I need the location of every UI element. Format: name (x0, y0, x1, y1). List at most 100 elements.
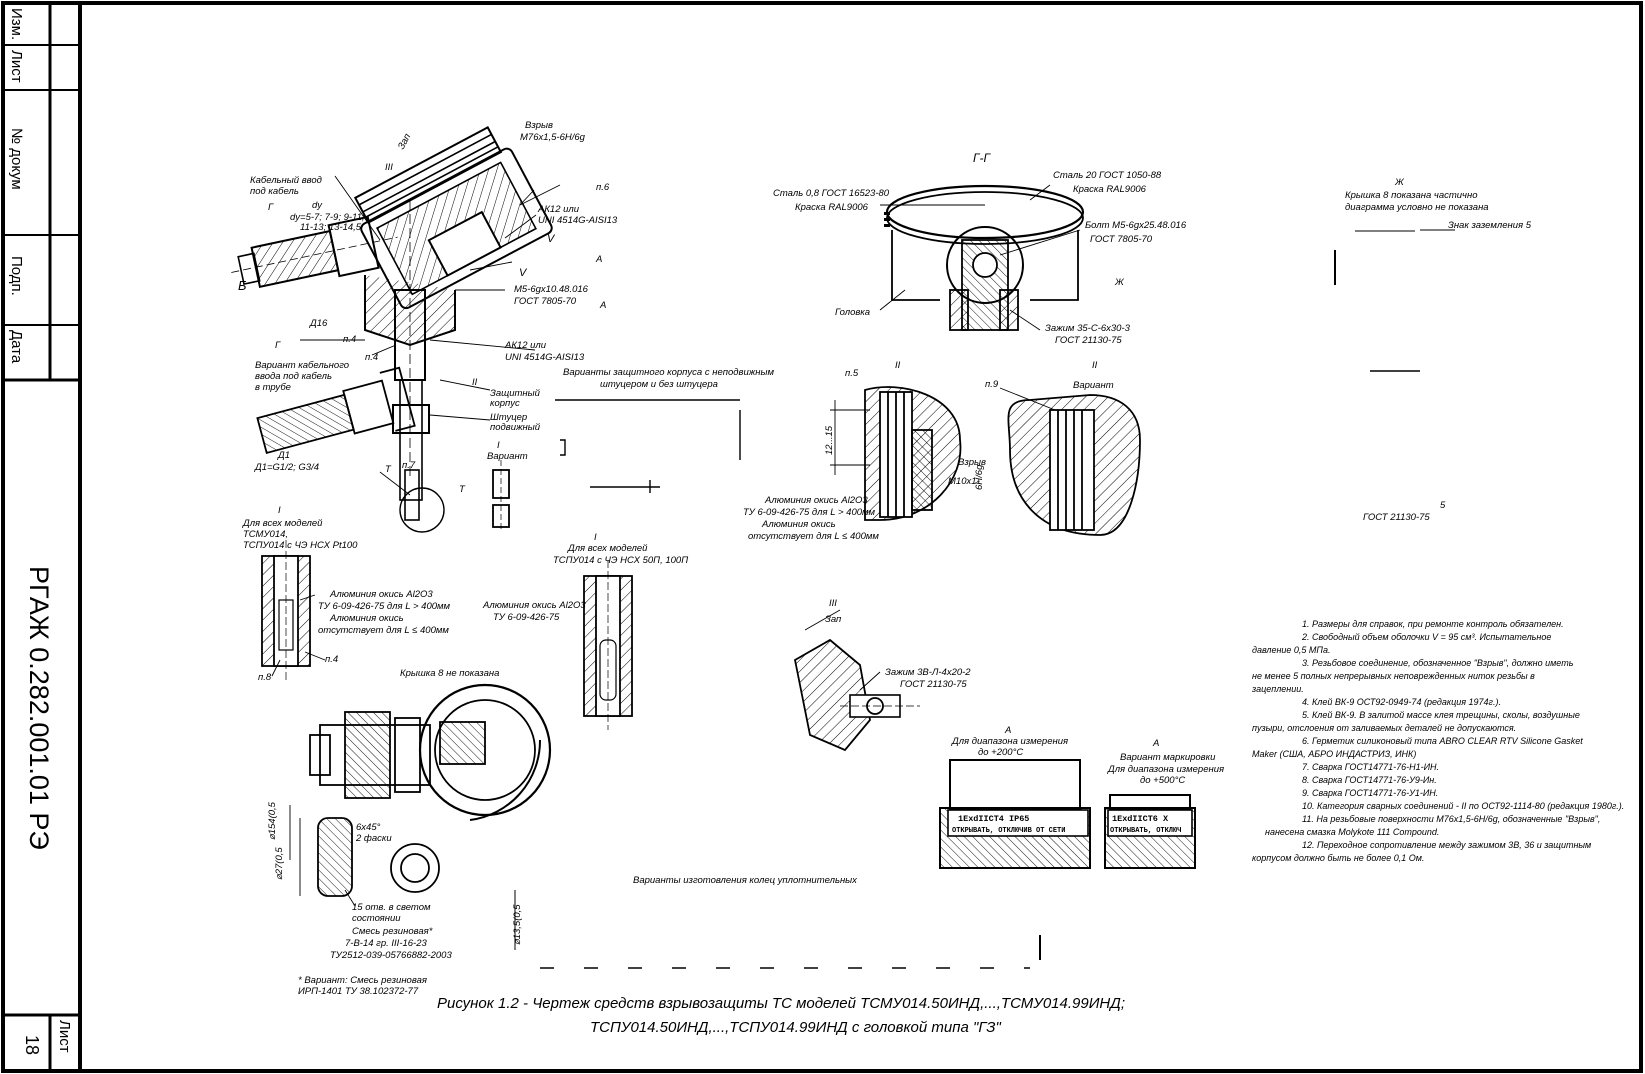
note-line: 4. Клей ВК-9 ОСТ92-0949-74 (редакция 197… (1302, 697, 1501, 707)
label-krishka-j-1: Крышка 8 показана частично (1345, 190, 1477, 201)
label-g-bottom: Г (275, 340, 281, 351)
label-ak12-2: АК12 или (504, 340, 547, 351)
label-d16: Д16 (309, 318, 328, 329)
label-g-top: Г (268, 202, 274, 213)
label-p4c: п.4 (325, 654, 338, 665)
label-a-var-1: А (1152, 738, 1159, 749)
label-a-var-3: Для диапазона измерения (1107, 764, 1224, 775)
note-line: не менее 5 полных непрерывных неповрежде… (1252, 671, 1535, 681)
label-ii-2: II (1092, 360, 1098, 371)
label-ak12-1: АК12 или (537, 204, 580, 215)
nameplate-2 (1107, 809, 1193, 837)
label-p4b: п.4 (365, 352, 378, 363)
label-shtucer-2: подвижный (490, 422, 541, 433)
label-i-all-1: I (278, 505, 281, 516)
label-dim-154: ⌀154(0,5 (267, 801, 278, 840)
label-gost21130-1: ГОСТ 21130-75 (1055, 335, 1122, 346)
label-gost21130-2: ГОСТ 21130-75 (1363, 512, 1430, 523)
main-assembly (231, 126, 561, 533)
label-unf-2: UNI 4514G-AISI13 (505, 352, 585, 363)
document-code: РГАЖ 0.282.001.01 РЭ (24, 566, 54, 850)
label-five: 5 (1440, 500, 1446, 511)
label-z-letter: Ж (1114, 277, 1125, 288)
label-a-range-3: до +200°С (978, 747, 1023, 758)
label-zap2: Зап (825, 614, 842, 625)
label-zap: Зап (396, 131, 414, 151)
label-steel20: Сталь 20 ГОСТ 1050-88 (1053, 170, 1162, 181)
label-dim-13: ⌀13,5(0,5 (512, 904, 523, 945)
label-p4: п.4 (343, 334, 356, 345)
label-a-range-2: Для диапазона измерения (951, 736, 1068, 747)
label-golovka: Головка (835, 307, 870, 318)
note-line: 8. Сварка ГОСТ14771-76-У9-Ин. (1302, 775, 1437, 785)
note-line: 7. Сварка ГОСТ14771-76-Н1-ИН. (1302, 762, 1439, 772)
label-dy-values-1: dy=5-7; 7-9; 9-11; (290, 212, 365, 223)
label-a-var-2: Вариант маркировки (1120, 752, 1216, 763)
label-a: А (595, 254, 602, 265)
label-hole15: 15 отв. в светом (352, 902, 431, 913)
label-i-all-4: ТСПУ014 с ЧЭ НСХ Pt100 (243, 540, 358, 551)
note-line: 6. Герметик силиконовый типа ABRO CLEAR … (1302, 736, 1583, 746)
stamp-list: Лист (8, 50, 25, 83)
note-line: 11. На резьбовые поверхности М76х1,5-6Н/… (1302, 814, 1600, 824)
cable-tube-variant (256, 366, 416, 455)
label-alum1c: Алюминия окись (329, 613, 404, 624)
label-variant-rubber-2: ИРП-1401 ТУ 38.102372-77 (298, 986, 419, 997)
nameplate-1-line-2: ОТКРЫВАТЬ, ОТКЛЮЧИВ ОТ СЕТИ (952, 827, 1065, 835)
protective-body-variants (555, 399, 741, 493)
cover-a-left (939, 759, 1091, 869)
note-line: 10. Категория сварных соединений - II по… (1302, 801, 1624, 811)
label-section-g-g: Г-Г (973, 151, 992, 165)
label-dim-277: ⌀27(0,5 (274, 847, 285, 880)
label-bolt: Болт М5-6gx25.48.016 (1085, 220, 1187, 231)
label-chamfer-1: 6х45° (356, 822, 381, 833)
label-rubber-1: Смесь резиновая* (352, 926, 433, 937)
note-line: пузыри, отслоения от заливаемых деталей … (1252, 723, 1516, 733)
label-dim12-15: 12...15 (824, 425, 835, 455)
label-rubber-2: 7-В-14 гр. III-16-23 (345, 938, 427, 949)
note-line: 9. Сварка ГОСТ14771-76-У1-ИН. (1302, 788, 1438, 798)
variant-sheath-parts (492, 460, 510, 530)
sheet-number: 18 (22, 1035, 42, 1055)
label-roman-ii: II (472, 377, 478, 388)
label-v-roman: V (519, 267, 528, 279)
label-dy: dy (312, 200, 323, 211)
label-a-2: А (599, 300, 606, 311)
label-krishka-j-2: диаграмма условно не показана (1345, 202, 1489, 213)
stamp-podp: Подп. (8, 256, 25, 296)
label-kraska1: Краска RAL9006 (795, 202, 869, 213)
label-zazhim2: Зажим 3В-Л-4х20-2 (885, 667, 971, 678)
label-vzryv-top: Взрыв (525, 120, 553, 131)
label-variant-cable-1: Вариант кабельного (255, 360, 349, 371)
label-p6: п.6 (596, 182, 610, 193)
note-line: давление 0,5 МПа. (1252, 645, 1330, 655)
label-m10-tol: 6H/6g (974, 464, 985, 490)
sealing-ring-section (289, 805, 440, 907)
label-zasch-korpus-1: Защитный (490, 388, 541, 399)
label-i-mid-3: ТСПУ014 с ЧЭ НСХ 50П, 100П (553, 555, 688, 566)
label-m10: M10x1- (948, 476, 980, 487)
note-line: 3. Резьбовое соединение, обозначенное "В… (1302, 658, 1574, 668)
note-line: 2. Свободный объем оболочки V = 95 см³. … (1301, 632, 1551, 642)
note-line: Maker (США, АБРО ИНДАСТРИЗ, ИНК) (1252, 749, 1416, 759)
label-vzryv-m10: Взрыв (958, 457, 986, 468)
label-gost21130-3: ГОСТ 21130-75 (900, 679, 967, 690)
label-roman-iii: III (385, 162, 393, 173)
section-i-left (261, 540, 326, 680)
nameplate-1-line-1: 1ExdIICT4 IP65 (958, 814, 1029, 824)
stamp-izm: Изм. (8, 8, 25, 40)
figure-caption-line-2: ТСПУ014.50ИНД,...,ТСПУ014.99ИНД с головк… (590, 1019, 1002, 1036)
label-alum3: Алюминия окись Al2O3 (764, 495, 868, 506)
label-chamfer-2: 2 фаски (355, 833, 392, 844)
label-variant-i-2: Вариант (487, 451, 528, 462)
head-top-view (309, 683, 552, 821)
stamp-ndocum: № докум (8, 128, 25, 190)
label-d1-value: Д1=G1/2; G3/4 (254, 462, 319, 473)
label-under-cable: под кабель (250, 186, 299, 197)
label-p8: п.8 (258, 672, 272, 683)
label-znak: Знак заземления 5 (1448, 220, 1532, 231)
label-gost7805-1: ГОСТ 7805-70 (514, 296, 577, 307)
label-p7: п.7 (402, 460, 416, 471)
